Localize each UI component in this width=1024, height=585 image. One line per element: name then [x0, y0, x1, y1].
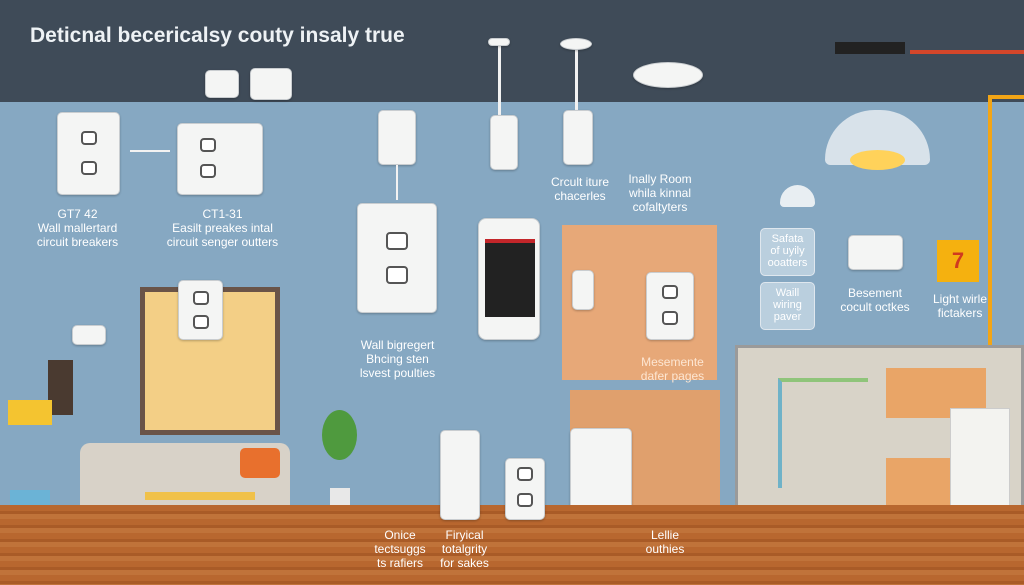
wall-picture: [48, 360, 73, 415]
line: circuit breakers: [36, 235, 119, 249]
lamp-glow: [850, 150, 905, 170]
line: Light wirle: [932, 292, 988, 306]
line: Onice: [384, 528, 416, 542]
line: cofaltyters: [632, 200, 688, 214]
label-basement: Besement cocult octkes: [830, 286, 920, 314]
label-mesemente: Mesemente dafer pages: [620, 355, 725, 383]
line: Bhcing sten: [366, 352, 429, 366]
red-wire: [910, 50, 1024, 54]
plant-icon: [322, 410, 357, 460]
yellow-wire-vertical: [988, 95, 992, 375]
small-lamp-icon: [780, 185, 815, 207]
yellow-wire: [990, 95, 1024, 99]
line: of uyily: [770, 245, 805, 257]
switch-icon: [490, 115, 518, 170]
line: Firyical: [445, 528, 484, 542]
outlet-window: [178, 280, 223, 340]
line: Besement: [847, 286, 903, 300]
line: lsvest poulties: [359, 366, 436, 380]
label-inally-room: Inally Room whila kinnal cofaltyters: [615, 172, 705, 214]
line: totalgrity: [441, 542, 488, 556]
panel-screen: [485, 239, 535, 317]
line: Wall bigregert: [360, 338, 435, 352]
line: paver: [773, 311, 802, 323]
line: Inally Room: [628, 172, 692, 186]
line: outhies: [645, 542, 685, 556]
line: whila kinnal: [628, 186, 692, 200]
label-wall-bigregert: Wall bigregert Bhcing sten lsvest poulti…: [345, 338, 450, 380]
label-light-wire: Light wirle fictakers: [920, 292, 1000, 320]
label-firyical: Firyical totalgrity for sakes: [432, 528, 497, 570]
outlet-orange: [646, 272, 694, 340]
line: ts rafiers: [376, 556, 423, 570]
outlet-floor: [505, 458, 545, 520]
line: Wall mallertard: [37, 221, 118, 235]
page-title: Deticnal becericalsy couty insaly true: [30, 24, 405, 47]
basement-device-icon: [848, 235, 903, 270]
switch-icon: [72, 325, 106, 345]
line: circuit senger outters: [166, 235, 279, 249]
line: Lellie: [650, 528, 680, 542]
line: Easilt preakes intal: [172, 221, 273, 235]
line: ooatters: [767, 257, 808, 269]
outlet-small: [378, 110, 416, 165]
line: wiring: [773, 299, 802, 311]
label-box-wall-wiring: Waill wiring paver: [760, 282, 815, 330]
line: Mesemente: [641, 355, 704, 369]
coffee-table-icon: [145, 492, 255, 500]
smart-panel: [478, 218, 540, 340]
line: Safata: [771, 233, 804, 245]
line: Crcult iture: [550, 175, 609, 189]
code: GT7 42: [57, 207, 98, 221]
cushion: [240, 448, 280, 478]
outlet-ct31: [177, 123, 263, 195]
junction-box-icon: [835, 42, 905, 54]
label-circuit-iture: Crcult iture chacerles: [530, 175, 630, 203]
line: tectsuggs: [374, 542, 426, 556]
outlet-gt7: [57, 112, 120, 195]
ceiling-fixture-icon: [633, 62, 703, 88]
power-strip-icon: [250, 68, 292, 100]
badge-7: 7: [937, 240, 979, 282]
label-lellie: Lellie outhies: [635, 528, 695, 556]
arrow: [130, 150, 170, 152]
code: CT1-31: [202, 207, 243, 221]
line: for sakes: [440, 556, 489, 570]
wire: [396, 165, 398, 200]
line: Waill: [775, 287, 800, 299]
line: cocult octkes: [840, 300, 910, 314]
outlet-large: [357, 203, 437, 313]
line: dafer pages: [640, 369, 705, 383]
wire: [498, 40, 501, 115]
label-box-safata: Safata of uyily ooatters: [760, 228, 815, 276]
label-gt7: GT7 42 Wall mallertard circuit breakers: [10, 207, 145, 249]
ceiling-light-icon: [560, 38, 592, 50]
label-onice: Onice tectsuggs ts rafiers: [370, 528, 430, 570]
pipes: [778, 378, 868, 488]
plug-adapter-icon: [205, 70, 239, 98]
floor-lamp-icon: [8, 400, 52, 425]
panel-device: [440, 430, 480, 520]
line: fictakers: [937, 306, 983, 320]
switch-icon: [563, 110, 593, 165]
label-ct31: CT1-31 Easilt preakes intal circuit seng…: [160, 207, 285, 249]
wire: [575, 45, 578, 115]
ceiling-mount-icon: [488, 38, 510, 46]
switch-icon: [572, 270, 594, 310]
line: chacerles: [554, 189, 606, 203]
